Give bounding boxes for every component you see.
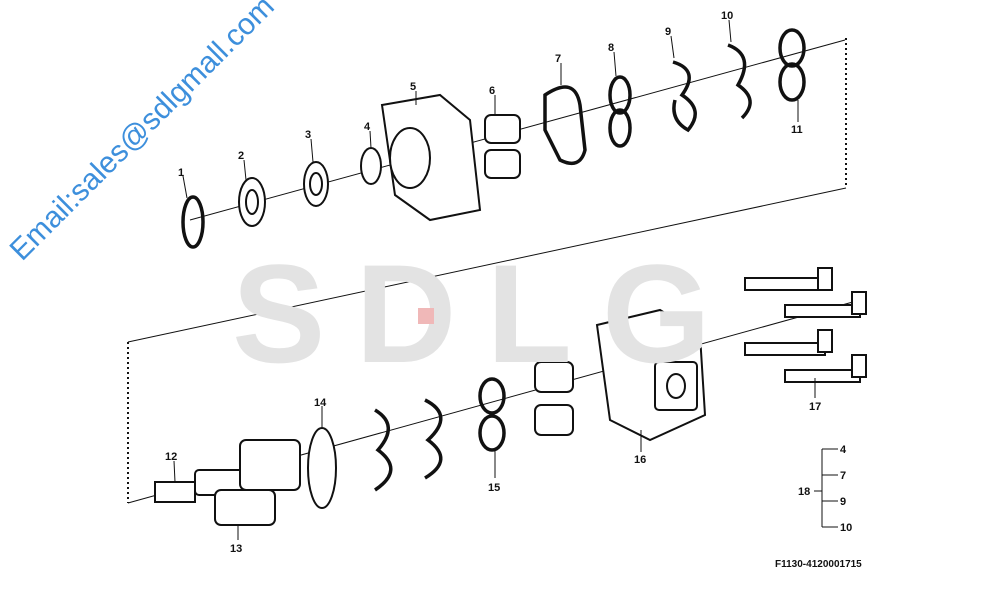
backup-ring-9 (672, 60, 697, 133)
callout-2: 2 (238, 150, 244, 162)
drive-shaft-12 (154, 481, 196, 503)
seal-ring-8 (608, 75, 632, 115)
email-watermark: Email:sales@sdlgmall.com (4, 0, 281, 267)
gear-13 (239, 439, 301, 491)
drawing-code: F1130-4120001715 (775, 559, 862, 570)
callout-8: 8 (608, 42, 614, 54)
callout-6: 6 (489, 85, 495, 97)
callout-16: 16 (634, 454, 646, 466)
callout-5: 5 (410, 81, 416, 93)
kit-item: 9 (840, 496, 846, 508)
backup-ring-bottom-b (424, 398, 443, 480)
flange-housing-5 (380, 93, 482, 222)
gasket-7 (543, 85, 587, 166)
parts-top-row (181, 28, 806, 249)
sdlg-watermark-text: SDLG (232, 235, 741, 392)
kit-label: 18 (798, 486, 810, 498)
callout-12: 12 (165, 451, 177, 463)
backup-ring-10 (727, 43, 752, 120)
callout-1: 1 (178, 167, 184, 179)
callout-3: 3 (305, 129, 311, 141)
seal-11 (778, 28, 806, 68)
seal-15 (478, 377, 506, 415)
bearing-plate-14 (307, 427, 337, 509)
callout-labels: 1 2 3 4 5 6 7 8 9 10 11 12 13 14 15 16 1… (165, 10, 821, 555)
callout-14: 14 (314, 397, 327, 409)
needle-bearing-6 (484, 114, 521, 144)
needle-bearing-bottom (534, 361, 574, 393)
watermark-red-square (418, 308, 434, 324)
callout-4: 4 (364, 121, 371, 133)
callout-17: 17 (809, 401, 821, 413)
sdlg-watermark: SDLG (232, 235, 741, 392)
kit-bracket-18: 18 4 7 9 10 (798, 444, 852, 534)
callout-7: 7 (555, 53, 561, 65)
kit-item: 7 (840, 470, 846, 482)
circlip-1 (181, 195, 205, 249)
seal-4 (360, 147, 382, 185)
callout-13: 13 (230, 543, 242, 555)
callout-9: 9 (665, 26, 671, 38)
kit-item: 10 (840, 522, 852, 534)
parts-bottom-row (154, 267, 867, 526)
callout-10: 10 (721, 10, 733, 22)
callout-15: 15 (488, 482, 500, 494)
backup-ring-bottom-a (374, 408, 393, 492)
callout-11: 11 (791, 124, 803, 136)
bolts-17 (744, 267, 867, 383)
kit-item: 4 (840, 444, 847, 456)
